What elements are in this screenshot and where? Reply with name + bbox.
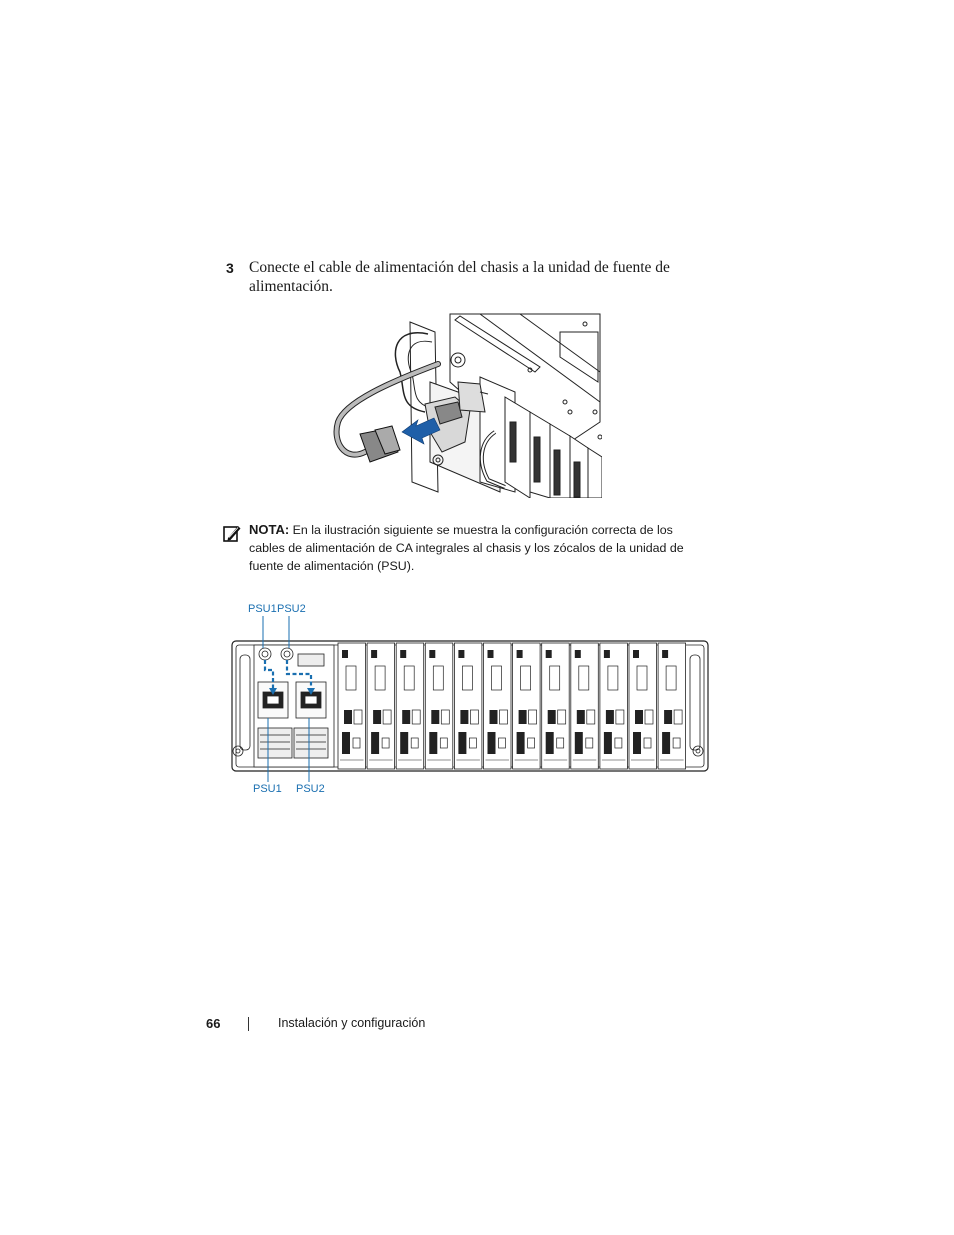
label-bottom-psu2: PSU2 bbox=[296, 783, 325, 795]
step-text: Conecte el cable de alimentación del cha… bbox=[249, 259, 670, 295]
blade-slot bbox=[453, 642, 483, 770]
blade-slot bbox=[512, 642, 541, 770]
chassis-rear-figure: PSU1 PSU2 PSU1 PSU2 bbox=[230, 600, 710, 800]
blade-slot bbox=[541, 642, 570, 770]
blade-slot bbox=[395, 642, 425, 770]
label-bottom-psu1: PSU1 bbox=[253, 783, 282, 795]
power-cable-illustration bbox=[333, 313, 602, 498]
note-text: NOTA: En la ilustración siguiente se mue… bbox=[249, 521, 699, 575]
label-top-psu1: PSU1 bbox=[248, 603, 277, 615]
blade-slot bbox=[599, 642, 628, 770]
label-top-psu2: PSU2 bbox=[277, 603, 306, 615]
blade-slot bbox=[628, 642, 657, 770]
footer-separator bbox=[248, 1017, 249, 1031]
blade-slot bbox=[366, 642, 396, 770]
blade-slot bbox=[657, 642, 687, 770]
page-number: 66 bbox=[206, 1016, 221, 1031]
footer-section-title: Instalación y configuración bbox=[278, 1016, 426, 1030]
note-label: NOTA: bbox=[249, 522, 290, 537]
blade-slot bbox=[424, 642, 454, 770]
chassis-rear-illustration bbox=[231, 616, 709, 782]
blade-slot bbox=[483, 642, 512, 770]
blade-slot bbox=[337, 642, 366, 770]
blade-slot bbox=[570, 642, 599, 770]
note-body: En la ilustración siguiente se muestra l… bbox=[249, 523, 684, 573]
note-pencil-icon bbox=[223, 526, 241, 542]
step-number: 3 bbox=[226, 260, 234, 276]
